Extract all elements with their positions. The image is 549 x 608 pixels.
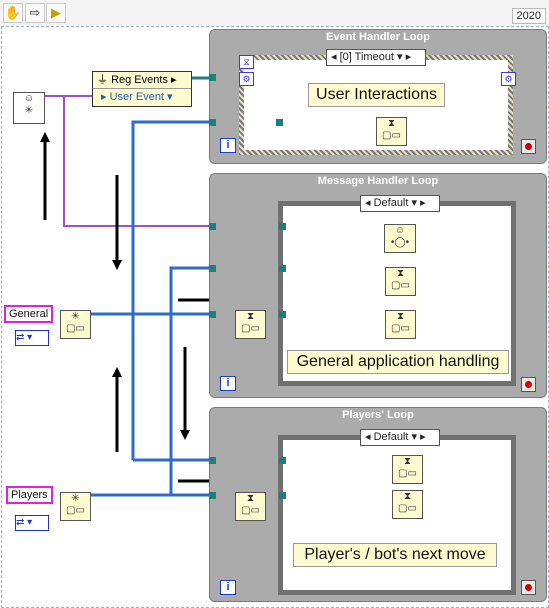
register-events-node[interactable]: ⏚ Reg Events ▸ ▸ User Event ▾ <box>92 71 192 107</box>
section-label: User Interactions <box>308 83 445 107</box>
hand-icon[interactable]: ✋ <box>3 3 23 23</box>
enqueue-node[interactable]: ⧗▢▭ <box>392 455 423 484</box>
tunnel <box>279 457 286 464</box>
tunnel <box>279 223 286 230</box>
case-selector[interactable]: ◂ [0] Timeout ▾ ▸ <box>326 49 426 66</box>
enqueue-node[interactable]: ⧗▢▭ <box>385 267 416 296</box>
queue-type-constant[interactable]: ⇄ ▾ <box>15 330 49 346</box>
tunnel <box>276 119 283 126</box>
dequeue-node[interactable]: ⧗▢▭ <box>376 117 407 146</box>
arrow-icon[interactable]: ⇨ <box>25 3 45 23</box>
section-label: General application handling <box>287 350 509 374</box>
create-user-event-node[interactable]: ☺✳ <box>13 92 45 124</box>
tunnel <box>209 74 216 81</box>
tunnel <box>279 265 286 272</box>
tunnel <box>279 492 286 499</box>
enqueue-node[interactable]: ⧗▢▭ <box>392 490 423 519</box>
toolbar: ✋ ⇨ ▶ 2020 <box>0 0 549 26</box>
event-reg-terminal-icon: ⚙ <box>239 72 254 86</box>
loop-title: Event Handler Loop <box>326 31 430 43</box>
tunnel <box>209 492 216 499</box>
tunnel <box>209 457 216 464</box>
dequeue-node[interactable]: ⧗▢▭ <box>235 310 266 339</box>
tunnel <box>209 265 216 272</box>
message-handler-loop[interactable]: Message Handler Loop ◂ Default ▾ ▸ Gener… <box>209 173 547 398</box>
event-reg-right-icon: ⚙ <box>501 72 516 86</box>
section-label: Player's / bot's next move <box>293 543 497 567</box>
tunnel <box>279 311 286 318</box>
case-selector[interactable]: ◂ Default ▾ ▸ <box>360 195 440 212</box>
iteration-terminal: i <box>220 580 236 595</box>
tunnel <box>209 119 216 126</box>
dequeue-node[interactable]: ⧗▢▭ <box>235 492 266 521</box>
obtain-queue-node[interactable]: ✳▢▭ <box>60 492 91 521</box>
stop-terminal <box>521 580 536 595</box>
players-queue-name-constant[interactable]: Players <box>6 486 53 504</box>
generate-user-event-node[interactable]: ☺•◯• <box>384 224 416 253</box>
case-selector[interactable]: ◂ Default ▾ ▸ <box>360 429 440 446</box>
loop-title: Message Handler Loop <box>317 175 439 187</box>
iteration-terminal: i <box>220 138 236 153</box>
run-icon[interactable]: ▶ <box>46 3 66 23</box>
queue-type-constant[interactable]: ⇄ ▾ <box>15 515 49 531</box>
loop-title: Players' Loop <box>342 409 414 421</box>
stop-terminal <box>521 139 536 154</box>
tunnel <box>209 311 216 318</box>
tunnel <box>209 223 216 230</box>
general-queue-name-constant[interactable]: General <box>4 305 54 323</box>
obtain-queue-node[interactable]: ✳▢▭ <box>60 310 91 339</box>
iteration-terminal: i <box>220 376 236 391</box>
enqueue-node[interactable]: ⧗▢▭ <box>385 310 416 339</box>
version-label: 2020 <box>511 8 546 24</box>
register-events-title: Reg Events <box>111 74 168 86</box>
timeout-terminal-icon: ⧖ <box>239 55 254 69</box>
stop-terminal <box>521 377 536 392</box>
user-event-label: User Event <box>109 91 164 103</box>
